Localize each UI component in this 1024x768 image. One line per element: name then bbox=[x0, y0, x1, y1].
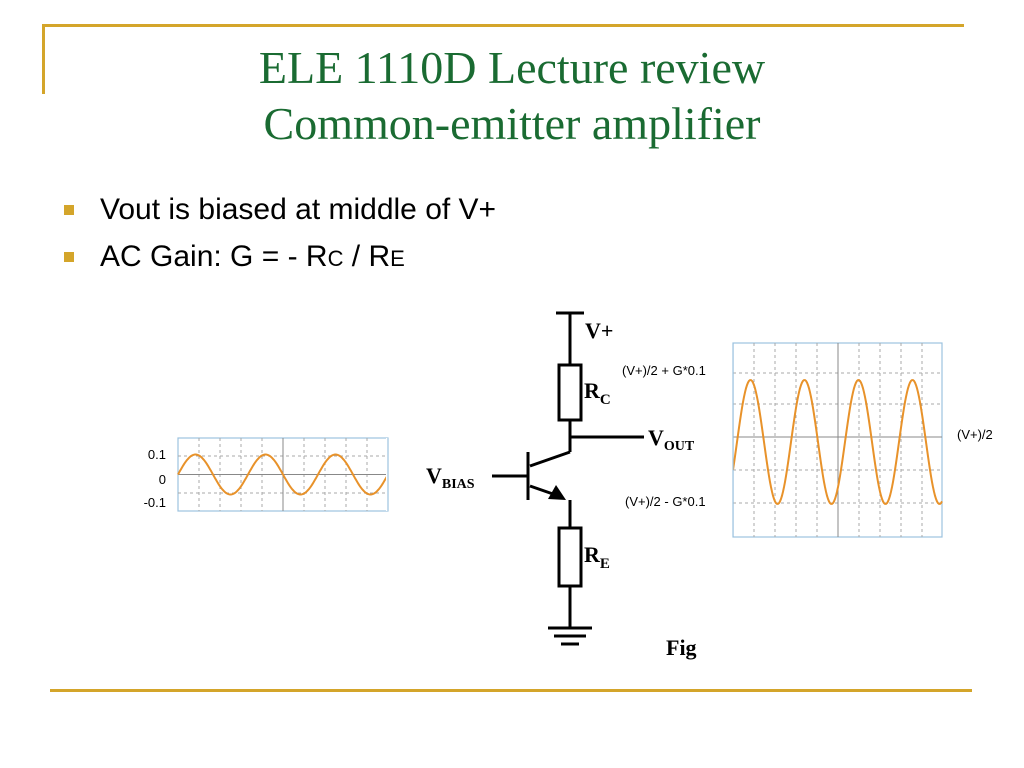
input-scope: 0.1 0 -0.1 bbox=[144, 437, 390, 512]
frame-top-rule bbox=[42, 24, 964, 27]
input-label-bot: -0.1 bbox=[144, 495, 166, 510]
bullet-item: AC Gain: G = - RC / RE bbox=[62, 233, 496, 280]
fig-label: Fig bbox=[666, 635, 697, 660]
title-line-2: Common-emitter amplifier bbox=[263, 98, 761, 149]
output-label-top: (V+)/2 + G*0.1 bbox=[622, 363, 706, 378]
slide-title: ELE 1110D Lecture review Common-emitter … bbox=[0, 40, 1024, 152]
resistor-re bbox=[557, 526, 583, 588]
frame-left-accent bbox=[42, 24, 45, 94]
output-scope-edge bbox=[730, 343, 733, 537]
output-label-top-bg bbox=[622, 362, 730, 380]
bullet-marker bbox=[64, 205, 74, 215]
bullet-sub-c: C bbox=[327, 246, 344, 271]
vout-label: VOUT bbox=[648, 425, 695, 454]
bullet-text: Vout is biased at middle of V+ bbox=[100, 193, 497, 226]
vplus-label: V+ bbox=[585, 318, 613, 343]
title-line-1: ELE 1110D Lecture review bbox=[258, 42, 766, 93]
input-label-mid: 0 bbox=[159, 472, 166, 487]
output-scope-grid bbox=[733, 343, 942, 537]
bullet-sub-e: E bbox=[390, 246, 405, 271]
output-label-bot: (V+)/2 - G*0.1 bbox=[625, 494, 706, 509]
bullet-marker bbox=[64, 252, 74, 262]
frame-bottom-rule bbox=[50, 689, 972, 692]
output-scope: (V+)/2 + G*0.1 (V+)/2 (V+)/2 - G*0.1 bbox=[622, 342, 993, 538]
re-label: RE bbox=[584, 542, 610, 572]
bullet-text-slash: / R bbox=[343, 240, 391, 273]
input-label-top: 0.1 bbox=[148, 447, 166, 462]
circuit-wires bbox=[492, 311, 644, 646]
rc-label: RC bbox=[584, 378, 611, 408]
resistor-rc bbox=[557, 363, 583, 422]
output-scope-axes bbox=[733, 343, 942, 537]
input-sine-wave bbox=[177, 453, 389, 496]
output-label-bot-bg bbox=[624, 493, 730, 511]
vbias-label: VBIAS bbox=[426, 463, 475, 492]
bullet-text-gain: AC Gain: G = - R bbox=[100, 240, 328, 273]
bullet-list: Vout is biased at middle of V+ AC Gain: … bbox=[62, 186, 496, 280]
output-sine-wave bbox=[732, 379, 943, 505]
emitter-arrow bbox=[548, 485, 566, 500]
output-label-mid: (V+)/2 bbox=[957, 427, 993, 442]
bullet-item: Vout is biased at middle of V+ bbox=[62, 186, 496, 233]
